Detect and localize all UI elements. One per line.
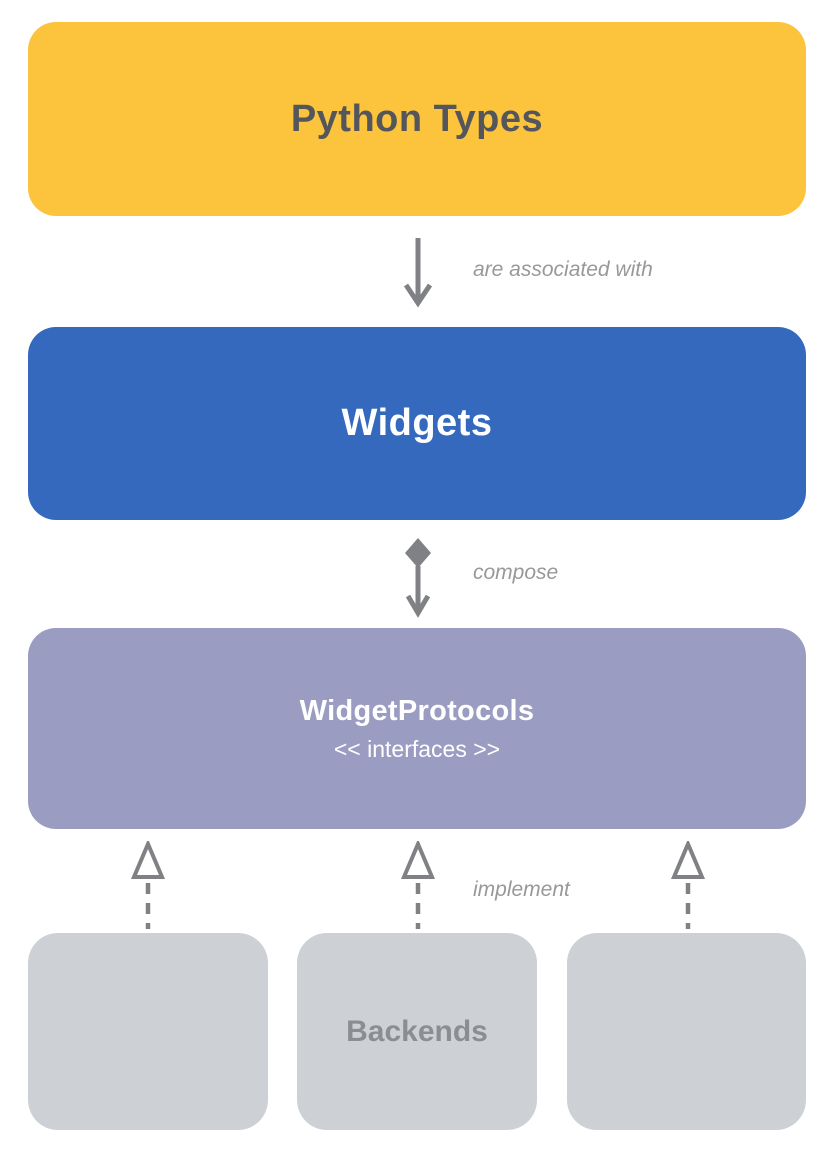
realization-arrow-icon (130, 841, 166, 929)
node-widgets-label: Widgets (341, 402, 493, 444)
node-widget-protocols-label: WidgetProtocols (299, 694, 535, 727)
node-python-types: Python Types (28, 22, 806, 216)
node-backends-label: Backends (346, 1014, 488, 1048)
down-arrow-icon (403, 238, 433, 308)
edge-label-implement: implement (473, 878, 570, 901)
node-python-types-label: Python Types (290, 97, 544, 140)
realization-arrow-icon (670, 841, 706, 929)
node-backend-left (28, 933, 268, 1130)
node-widgets: Widgets (28, 327, 806, 520)
edge-label-associated: are associated with (473, 258, 653, 281)
composition-diamond-arrow-icon (405, 538, 431, 618)
edge-label-compose: compose (473, 561, 559, 584)
node-widget-protocols-sublabel: << interfaces >> (333, 735, 501, 762)
node-backend-right (567, 933, 806, 1130)
realization-arrow-icon (400, 841, 436, 929)
node-backends: Backends (297, 933, 537, 1130)
node-widget-protocols: WidgetProtocols << interfaces >> (28, 628, 806, 829)
